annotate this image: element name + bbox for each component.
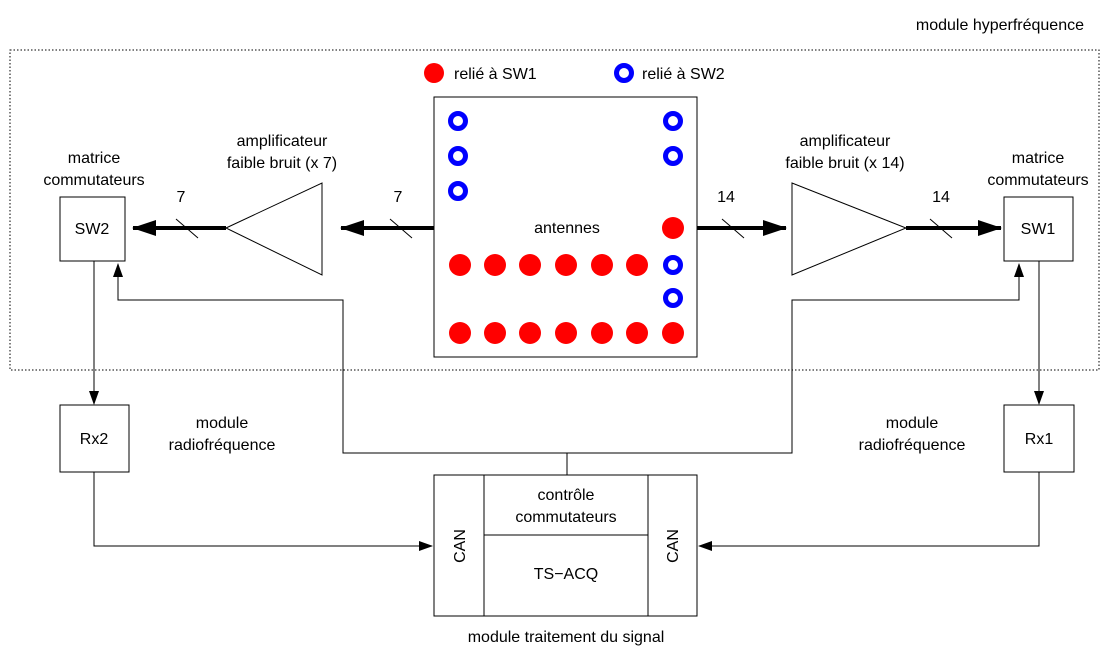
control-line-to-sw2 (113, 263, 568, 475)
antenna-sw1-dot (555, 322, 577, 344)
amplifier-right-label-line2: faible bruit (x 14) (785, 155, 904, 172)
matrix-right-label-line1: matrice (1012, 150, 1065, 167)
matrix-left-label-line1: matrice (68, 150, 121, 167)
legend-sw2-ring (614, 63, 634, 83)
receiver-rx2 (59, 404, 130, 473)
antenna-sw1-dot (555, 254, 577, 276)
antenna-sw1-dot (591, 322, 613, 344)
matrix-left-label-line2: commutateurs (43, 172, 144, 189)
hyper-module-boundary (9, 49, 1100, 371)
bus-slash (721, 218, 745, 239)
can-right-label: CAN (665, 529, 682, 563)
receiver-rx1 (1003, 404, 1075, 473)
amplifier-left (224, 182, 323, 276)
antenna-sw1-dot (626, 322, 648, 344)
antenna-sw1-dot (519, 254, 541, 276)
legend-sw1-dot (424, 63, 444, 83)
rf-module-left-label-line2: radiofréquence (169, 437, 276, 454)
switch-matrix-sw1 (1003, 196, 1074, 262)
control-line-to-sw1 (567, 263, 1024, 454)
antenna-sw1-dot (662, 322, 684, 344)
amplifier-right (791, 182, 908, 276)
antenna-sw2-ring (663, 288, 683, 308)
amplifier-left-label-line1: amplificateur (237, 133, 328, 150)
legend-sw2-label: relié à SW2 (642, 66, 725, 83)
antenna-sw1-dot (626, 254, 648, 276)
antenna-sw2-ring (663, 146, 683, 166)
bus-width-label: 14 (932, 189, 950, 206)
rf-module-right-label-line1: module (886, 415, 939, 432)
switch-control-label-line1: contrôle (538, 487, 595, 504)
bus-width-label: 14 (717, 189, 735, 206)
bus-slash (929, 218, 953, 239)
antenna-sw1-dot (449, 254, 471, 276)
switch-matrix-sw2 (59, 196, 126, 262)
bus-width-label: 7 (177, 189, 186, 206)
arrow-rx2-to-can (93, 472, 433, 551)
antenna-sw1-dot (662, 217, 684, 239)
amplifier-right-label-line1: amplificateur (800, 133, 891, 150)
antenna-sw1-dot (449, 322, 471, 344)
switch-control-label-line2: commutateurs (515, 509, 616, 526)
signal-module-label: module traitement du signal (468, 629, 665, 646)
antenna-panel (433, 96, 698, 358)
antenna-panel-label: antennes (534, 220, 600, 237)
antenna-sw2-ring (448, 181, 468, 201)
amplifier-left-label-line2: faible bruit (x 7) (227, 155, 337, 172)
antenna-elements (448, 111, 684, 344)
sw1-label: SW1 (1021, 221, 1056, 238)
bus-slash (389, 218, 413, 239)
can-left-label: CAN (452, 529, 469, 563)
ts-acq-label: TS−ACQ (534, 566, 598, 583)
legend-sw1-label: relié à SW1 (454, 66, 537, 83)
arrow-rx1-to-can (698, 472, 1040, 551)
antenna-sw2-ring (663, 111, 683, 131)
signal-processing-module (433, 474, 698, 617)
sw2-label: SW2 (75, 221, 110, 238)
rf-module-right-label-line2: radiofréquence (859, 437, 966, 454)
matrix-right-label-line2: commutateurs (987, 172, 1088, 189)
bus-slash (175, 218, 199, 239)
rx2-label: Rx2 (80, 431, 109, 448)
antenna-sw2-ring (663, 255, 683, 275)
rf-module-left-label-line1: module (196, 415, 249, 432)
antenna-sw2-ring (448, 146, 468, 166)
rx1-label: Rx1 (1025, 431, 1054, 448)
antenna-sw1-dot (591, 254, 613, 276)
antenna-sw2-ring (448, 111, 468, 131)
antenna-sw1-dot (519, 322, 541, 344)
antenna-sw1-dot (484, 322, 506, 344)
hyper-module-label: module hyperfréquence (916, 17, 1084, 34)
bus-width-label: 7 (394, 189, 403, 206)
antenna-sw1-dot (484, 254, 506, 276)
